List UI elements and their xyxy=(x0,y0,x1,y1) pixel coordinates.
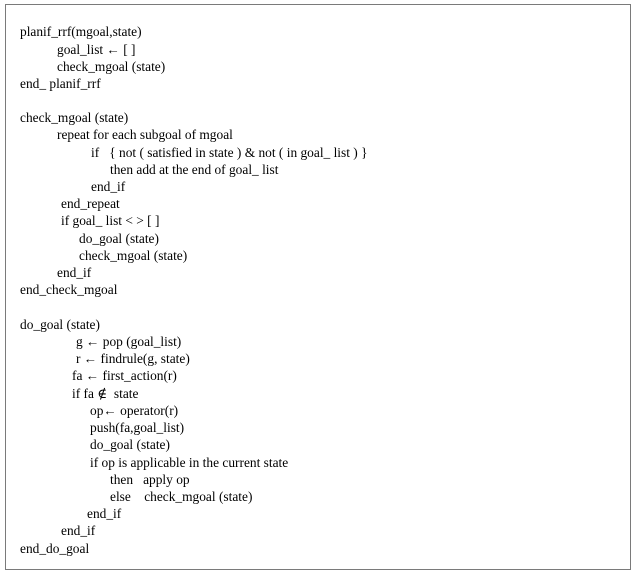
code-line-7: if { not ( satisfied in state ) & not ( … xyxy=(91,145,368,160)
code-line-1: planif_rrf(mgoal,state) xyxy=(20,24,142,39)
code-line-22: push(fa,goal_list) xyxy=(90,420,185,435)
code-line-18: r ← findrule(g, state) xyxy=(76,351,190,366)
code-line-6: repeat for each subgoal of mgoal xyxy=(57,127,233,142)
code-line-28: end_if xyxy=(61,523,96,538)
code-line-17: g ← pop (goal_list) xyxy=(76,334,182,349)
code-line-25: then apply op xyxy=(110,472,190,487)
pseudocode-box: planif_rrf(mgoal,state) goal_list ← [ ] … xyxy=(5,4,631,570)
code-line-21: op← operator(r) xyxy=(90,403,179,418)
code-line-4: end_ planif_rrf xyxy=(20,76,101,91)
code-line-16: do_goal (state) xyxy=(20,317,100,332)
code-line-24: if op is applicable in the current state xyxy=(90,455,289,470)
code-line-14: end_if xyxy=(57,265,92,280)
code-line-13: check_mgoal (state) xyxy=(79,248,188,263)
code-line-23: do_goal (state) xyxy=(90,437,170,452)
code-line-27: end_if xyxy=(87,506,122,521)
code-line-20: if fa ∉ state xyxy=(72,386,139,401)
code-line-2: goal_list ← [ ] xyxy=(57,42,136,57)
code-line-11: if goal_ list < > [ ] xyxy=(61,213,160,228)
code-line-12: do_goal (state) xyxy=(79,231,159,246)
code-line-26: else check_mgoal (state) xyxy=(110,489,253,504)
code-line-3: check_mgoal (state) xyxy=(57,59,166,74)
code-line-15: end_check_mgoal xyxy=(20,282,118,297)
code-line-10: end_repeat xyxy=(61,196,120,211)
code-line-5: check_mgoal (state) xyxy=(20,110,129,125)
code-line-9: end_if xyxy=(91,179,126,194)
code-line-19: fa ← first_action(r) xyxy=(72,368,177,383)
code-line-8: then add at the end of goal_ list xyxy=(110,162,279,177)
code-line-29: end_do_goal xyxy=(20,541,90,556)
